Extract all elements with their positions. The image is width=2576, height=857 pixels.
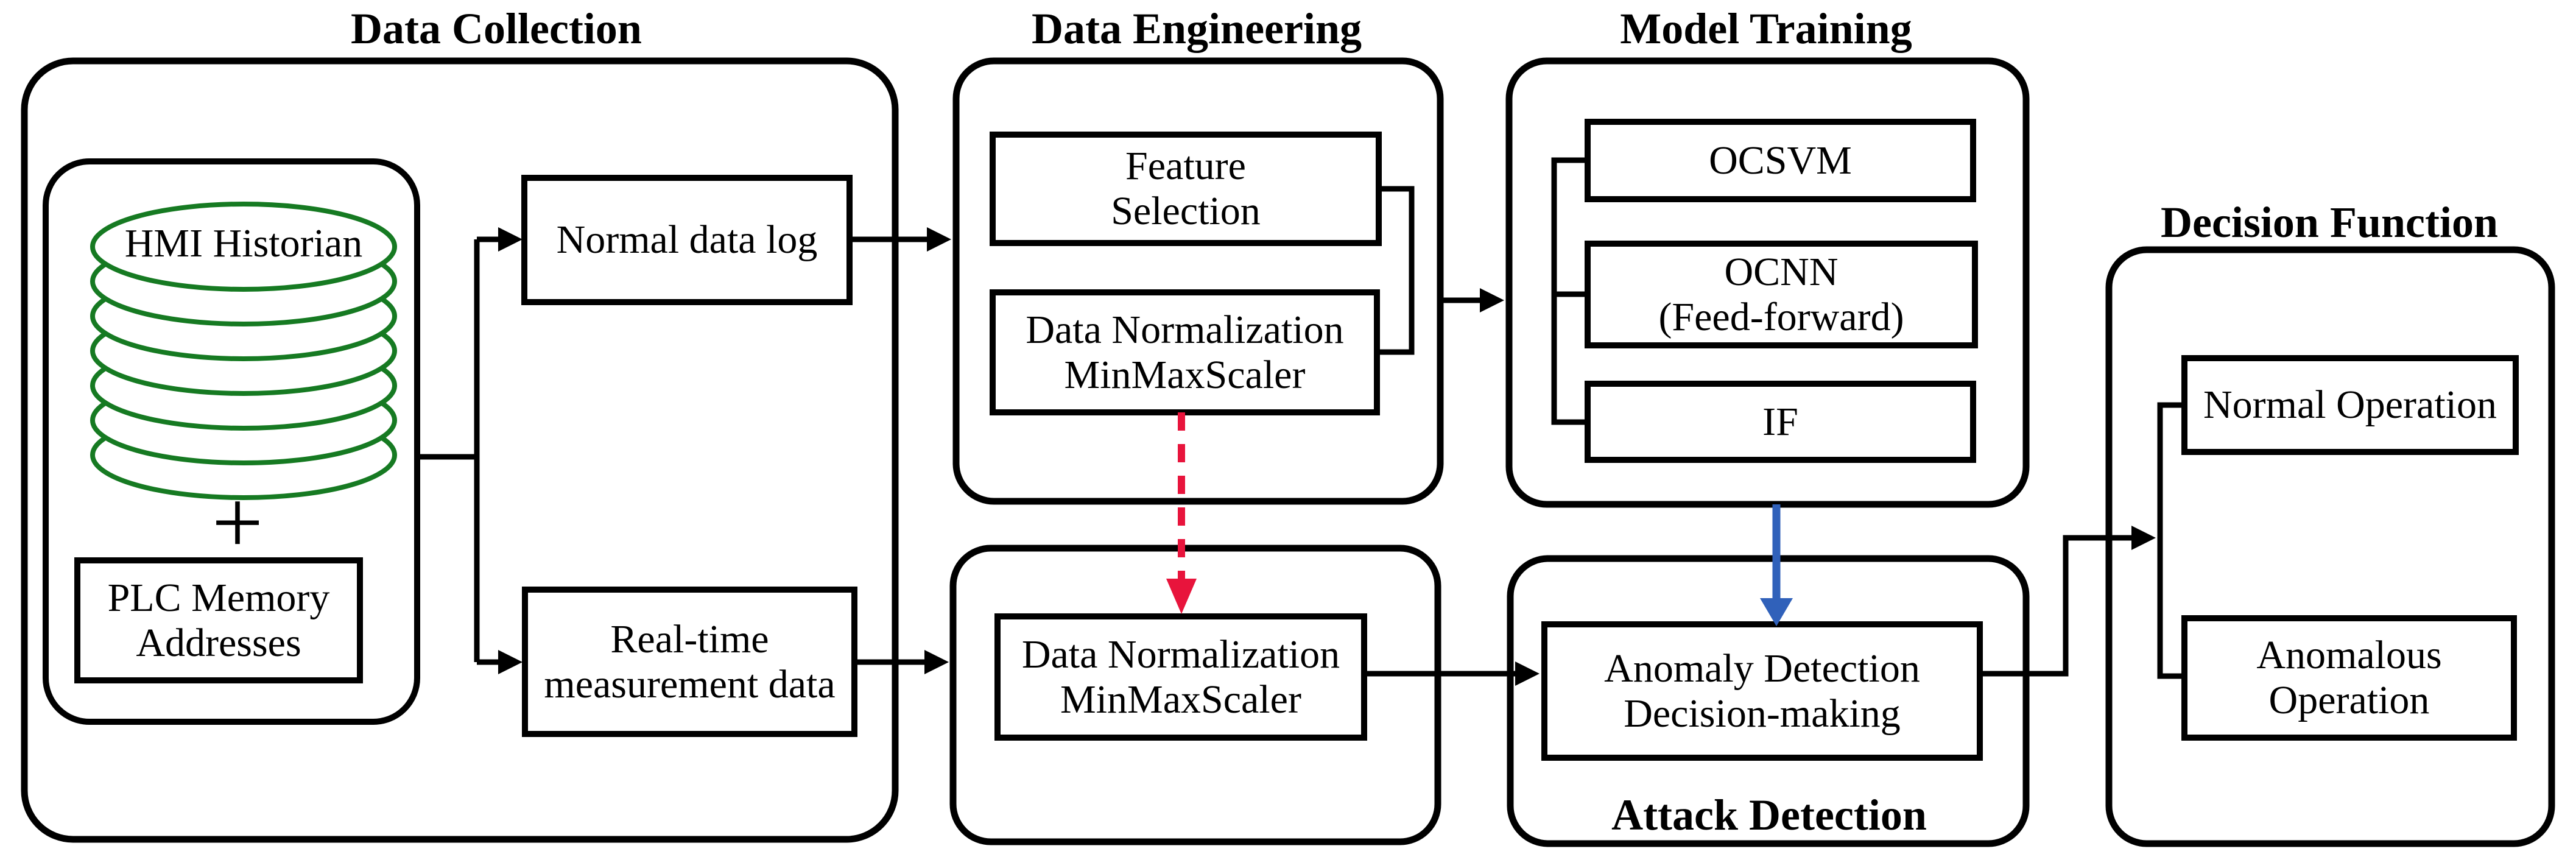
red-dashed-arrow	[1166, 412, 1197, 614]
ocnn-rect	[1585, 241, 1978, 348]
realtime-measurement-rect	[522, 587, 857, 737]
blue-model-arrow	[1760, 504, 1793, 626]
data-engineering-bracket	[1377, 186, 1415, 355]
data-engineering-box	[952, 57, 1444, 505]
arrow-to-normal-data-log	[477, 227, 523, 252]
plc-memory-rect	[74, 557, 363, 683]
arrow-anomaly-to-decision	[1980, 526, 2156, 677]
data-normalization-train-rect	[990, 289, 1380, 415]
anomaly-detection-rect	[1541, 621, 1983, 761]
if-rect	[1585, 381, 1976, 463]
normal-data-log-rect	[521, 175, 853, 305]
data-normalization-realtime-rect	[994, 613, 1367, 741]
arrow-normal-log-to-engineering	[850, 227, 951, 252]
arrow-to-realtime-measurement	[477, 650, 523, 674]
decision-function-box	[2105, 246, 2555, 847]
anomalous-operation-rect	[2181, 615, 2517, 741]
ocsvm-rect	[1585, 119, 1976, 202]
arrow-normalization-to-anomaly	[1364, 661, 1540, 686]
collection-branch-line	[417, 239, 480, 662]
feature-selection-rect	[990, 132, 1382, 246]
normal-operation-rect	[2181, 355, 2519, 455]
arrow-engineering-to-training	[1440, 288, 1504, 312]
model-training-bracket	[1551, 157, 1588, 425]
decision-function-bracket	[2157, 402, 2184, 679]
database-icon	[90, 202, 397, 500]
arrow-realtime-to-normalization	[854, 650, 949, 674]
